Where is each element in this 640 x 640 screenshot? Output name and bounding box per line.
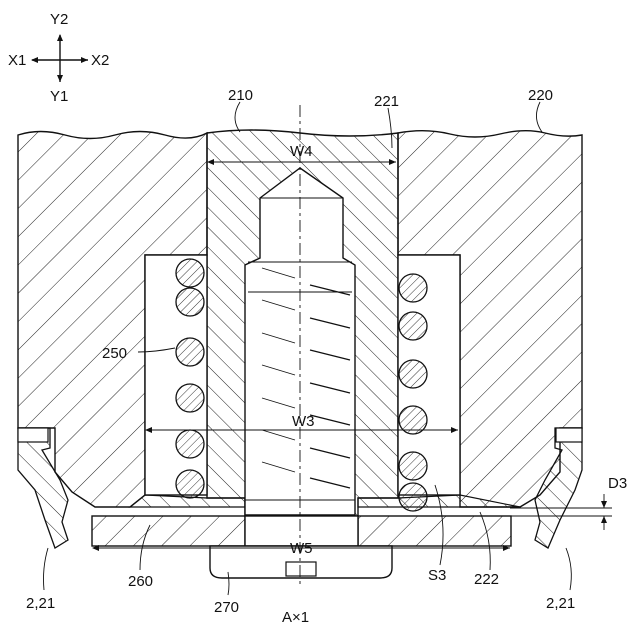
label-220: 220 (528, 87, 553, 104)
label-270: 270 (214, 599, 239, 616)
plate-260-right (358, 516, 511, 546)
d3-label: D3 (608, 475, 627, 492)
axis-y1-label: Y1 (50, 88, 68, 105)
axis-indicator: Y2 Y1 X1 X2 (8, 11, 109, 105)
label-left-221: 2,21 (26, 595, 55, 612)
label-250: 250 (102, 345, 127, 362)
label-221: 221 (374, 93, 399, 110)
label-axis-a1: A×1 (282, 609, 309, 626)
w4-label: W4 (290, 143, 313, 160)
w5-label: W5 (290, 540, 313, 557)
clip-right-cap (556, 428, 582, 442)
axis-x2-label: X2 (91, 52, 109, 69)
part-270-tab (286, 562, 316, 576)
label-right-221: 2,21 (546, 595, 575, 612)
clip-left-cap (18, 428, 48, 442)
w3-label: W3 (292, 413, 315, 430)
label-s3: S3 (428, 567, 446, 584)
axis-x1-label: X1 (8, 52, 26, 69)
axis-y2-label: Y2 (50, 11, 68, 28)
label-222: 222 (474, 571, 499, 588)
label-210: 210 (228, 87, 253, 104)
plate-260-left (92, 516, 245, 546)
label-260: 260 (128, 573, 153, 590)
